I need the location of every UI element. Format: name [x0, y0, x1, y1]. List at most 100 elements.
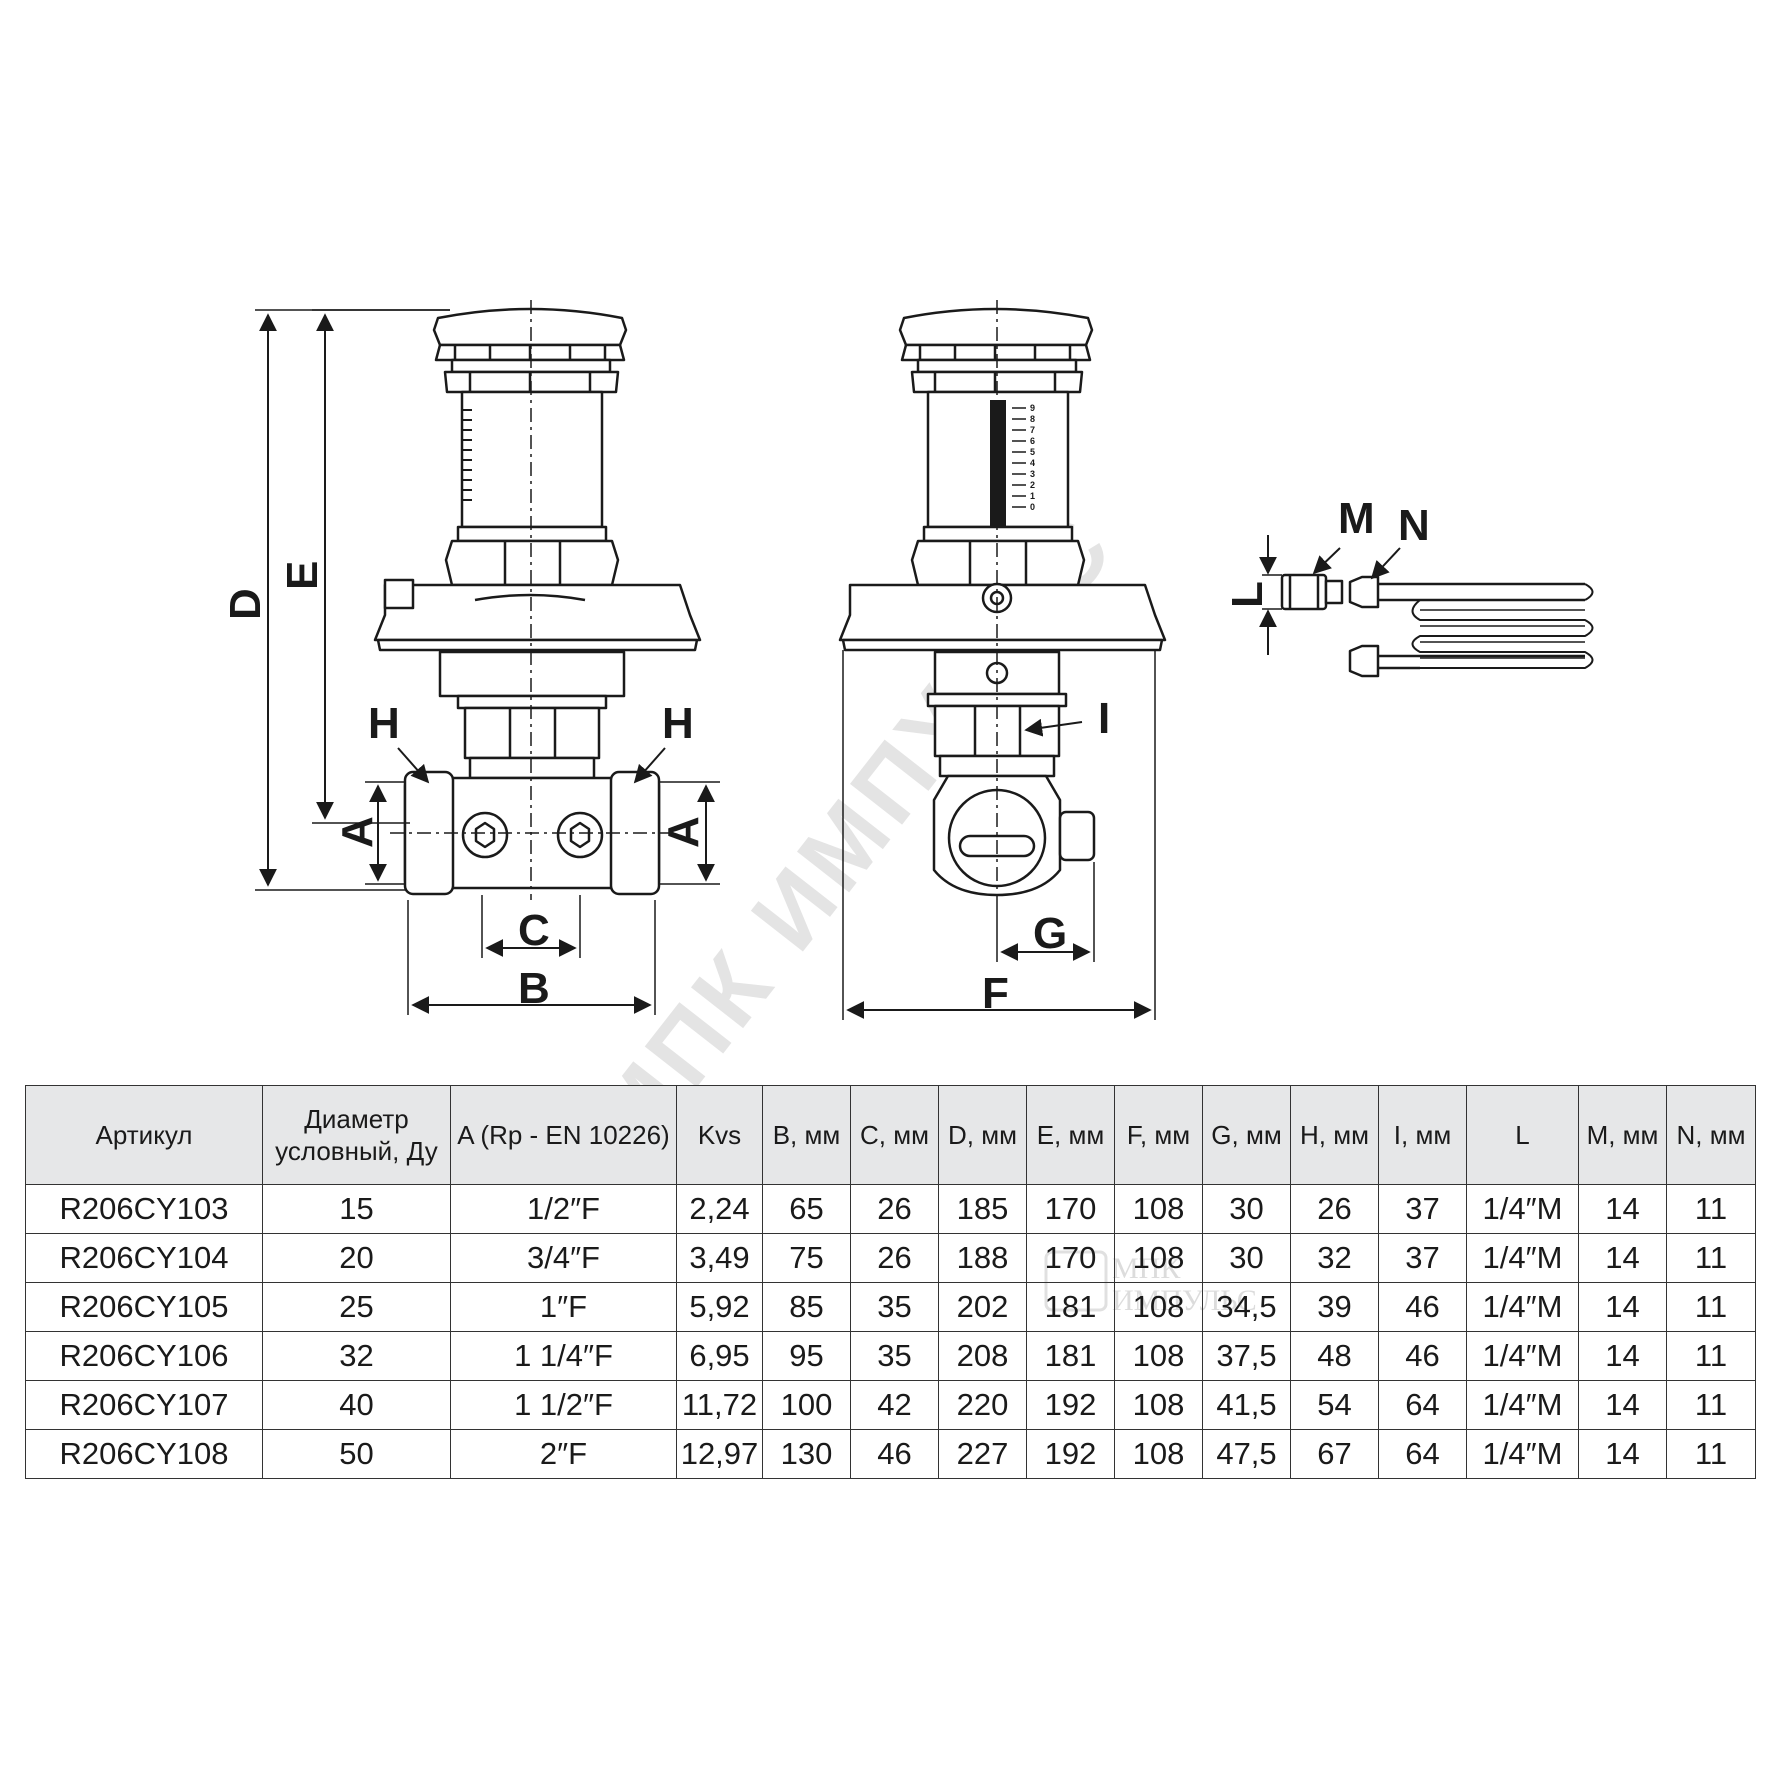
- label-B: B: [518, 964, 550, 1013]
- table-cell: 14: [1578, 1184, 1667, 1234]
- table-header-cell: E, мм: [1026, 1085, 1115, 1185]
- table-cell: 1 1/2″F: [450, 1380, 677, 1430]
- table-cell: 14: [1578, 1380, 1667, 1430]
- table-cell: 35: [850, 1282, 939, 1332]
- table-cell: 20: [262, 1233, 451, 1283]
- table-cell: 46: [1378, 1282, 1467, 1332]
- table-cell: 48: [1290, 1331, 1379, 1381]
- table-cell: 95: [762, 1331, 851, 1381]
- table-cell: 75: [762, 1233, 851, 1283]
- table-cell: R206CY106: [25, 1331, 263, 1381]
- table-cell: 14: [1578, 1282, 1667, 1332]
- table-cell: 11: [1666, 1429, 1756, 1479]
- svg-text:2: 2: [1030, 480, 1035, 490]
- label-I: I: [1098, 694, 1110, 743]
- table-cell: 220: [938, 1380, 1027, 1430]
- table-cell: 170: [1026, 1233, 1115, 1283]
- table-cell: 3,49: [676, 1233, 763, 1283]
- table-cell: 6,95: [676, 1331, 763, 1381]
- header-text: E, мм: [1036, 1120, 1105, 1150]
- union-nut: [463, 706, 601, 760]
- table-cell: 14: [1578, 1331, 1667, 1381]
- header-text: F, мм: [1126, 1120, 1191, 1150]
- table-cell: 100: [762, 1380, 851, 1430]
- header-text: Артикул: [95, 1120, 193, 1150]
- table-cell: 108: [1114, 1233, 1203, 1283]
- table-cell: 15: [262, 1184, 451, 1234]
- table-cell: 108: [1114, 1282, 1203, 1332]
- valve-side-view: [838, 300, 1167, 905]
- svg-text:3: 3: [1030, 469, 1035, 479]
- table-header-cell: G, мм: [1202, 1085, 1291, 1185]
- table-cell: 1″F: [450, 1282, 677, 1332]
- table-cell: 50: [262, 1429, 451, 1479]
- table-cell: 1/4″M: [1466, 1184, 1579, 1234]
- hex-nut: [444, 539, 620, 587]
- table-header-cell: A (Rp - EN 10226): [450, 1085, 677, 1185]
- header-text: I, мм: [1393, 1120, 1452, 1150]
- table-cell: 32: [1290, 1233, 1379, 1283]
- table-cell: 30: [1202, 1233, 1291, 1283]
- table-cell: 170: [1026, 1184, 1115, 1234]
- header-text: N, мм: [1676, 1120, 1746, 1150]
- table-cell: 1/4″M: [1466, 1380, 1579, 1430]
- table-cell: 185: [938, 1184, 1027, 1234]
- label-E: E: [278, 561, 327, 590]
- table-cell: 39: [1290, 1282, 1379, 1332]
- table-header-cell: C, мм: [850, 1085, 939, 1185]
- label-G: G: [1033, 909, 1067, 958]
- table-header-cell: D, мм: [938, 1085, 1027, 1185]
- label-L: L: [1223, 581, 1272, 608]
- table-cell: 37: [1378, 1233, 1467, 1283]
- table-cell: R206CY104: [25, 1233, 263, 1283]
- test-port-right: [556, 811, 604, 859]
- table-header-cell: M, мм: [1578, 1085, 1667, 1185]
- side-port: [1058, 810, 1096, 862]
- table-cell: 32: [262, 1331, 451, 1381]
- diaphragm-housing: [373, 583, 702, 642]
- table-cell: 11,72: [676, 1380, 763, 1430]
- table-cell: 188: [938, 1233, 1027, 1283]
- table-cell: 192: [1026, 1380, 1115, 1430]
- table-header-cell: H, мм: [1290, 1085, 1379, 1185]
- table-cell: 5,92: [676, 1282, 763, 1332]
- table-cell: 42: [850, 1380, 939, 1430]
- header-text: условный, Ду: [275, 1136, 438, 1166]
- svg-text:1: 1: [1030, 491, 1035, 501]
- test-port-left: [461, 811, 509, 859]
- table-cell: 1/4″M: [1466, 1331, 1579, 1381]
- table-cell: 37: [1378, 1184, 1467, 1234]
- table-cell: 192: [1026, 1429, 1115, 1479]
- svg-text:9: 9: [1030, 403, 1035, 413]
- header-text: B, мм: [772, 1120, 841, 1150]
- table-cell: 64: [1378, 1429, 1467, 1479]
- table-cell: 14: [1578, 1233, 1667, 1283]
- table-cell: 208: [938, 1331, 1027, 1381]
- table-cell: R206CY108: [25, 1429, 263, 1479]
- svg-text:8: 8: [1030, 414, 1035, 424]
- table-cell: 2″F: [450, 1429, 677, 1479]
- label-F: F: [982, 969, 1009, 1018]
- table-cell: 35: [850, 1331, 939, 1381]
- table-cell: 12,97: [676, 1429, 763, 1479]
- header-text: Диаметр: [304, 1104, 409, 1134]
- header-text: D, мм: [948, 1120, 1017, 1150]
- table-cell: 34,5: [1202, 1282, 1291, 1332]
- table-cell: 1/2″F: [450, 1184, 677, 1234]
- table-header-cell: L: [1466, 1085, 1579, 1185]
- table-cell: 47,5: [1202, 1429, 1291, 1479]
- table-cell: 30: [1202, 1184, 1291, 1234]
- table-cell: 202: [938, 1282, 1027, 1332]
- table-cell: R206CY103: [25, 1184, 263, 1234]
- table-cell: 67: [1290, 1429, 1379, 1479]
- svg-text:0: 0: [1030, 502, 1035, 512]
- table-cell: 1/4″M: [1466, 1233, 1579, 1283]
- header-text: Kvs: [697, 1120, 742, 1150]
- table-cell: 3/4″F: [450, 1233, 677, 1283]
